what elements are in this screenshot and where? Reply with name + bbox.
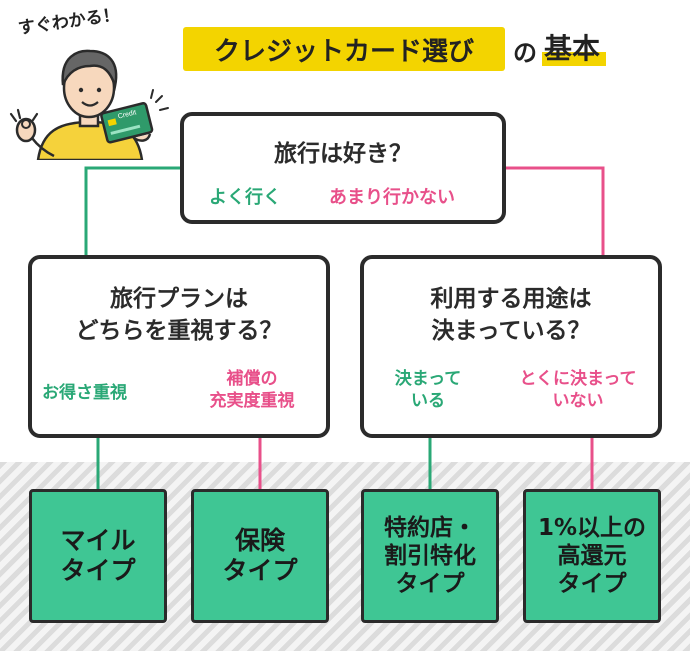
card-label: Credit: [117, 109, 137, 120]
person-with-card-illustration: Credit: [9, 49, 169, 160]
line-root-no: [504, 166, 605, 262]
line-root-yes: [84, 166, 180, 262]
root-option-yes: よく行く: [209, 187, 281, 208]
left-question-line2: どちらを重視する？: [75, 318, 283, 344]
left-option-b-line1: 補償の: [226, 369, 278, 389]
right-option-b-line2: いない: [552, 390, 604, 411]
title-underline: [542, 52, 606, 66]
root-question-box: 旅行は好き？ よく行く あまり行かない: [180, 112, 506, 224]
right-option-a: 決まって いる: [378, 369, 478, 413]
root-option-no: あまり行かない: [329, 187, 455, 208]
left-question-line1: 旅行プランは: [110, 286, 248, 312]
left-option-b-line2: 充実度重視: [209, 390, 295, 411]
title-suffix: 基本: [544, 32, 601, 65]
right-option-a-line1: 決まって: [394, 369, 462, 389]
result-insurance-type: 保険 タイプ: [191, 489, 329, 623]
right-question-line1: 利用する用途は: [430, 286, 592, 312]
right-question-box: 利用する用途は 決まっている？ 決まって いる とくに決まって いない: [360, 255, 662, 438]
right-option-b-line1: とくに決まって: [519, 369, 637, 389]
result-high-reward-type: 1%以上の 高還元 タイプ: [523, 489, 661, 623]
right-option-a-line2: いる: [411, 390, 445, 411]
page-title: クレジットカード選び: [183, 27, 505, 71]
left-question-box: 旅行プランは どちらを重視する？ お得さ重視 補償の 充実度重視: [28, 255, 330, 438]
result-mile-type: マイル タイプ: [29, 489, 167, 623]
root-question: 旅行は好き？: [274, 141, 412, 167]
result-partner-discount-type: 特約店・ 割引特化 タイプ: [361, 489, 499, 623]
title-particle: の: [513, 39, 537, 67]
left-option-a: お得さ重視: [42, 383, 127, 403]
right-option-b: とくに決まって いない: [502, 369, 654, 413]
right-question-line2: 決まっている？: [431, 318, 591, 344]
left-option-b: 補償の 充実度重視: [187, 369, 317, 413]
